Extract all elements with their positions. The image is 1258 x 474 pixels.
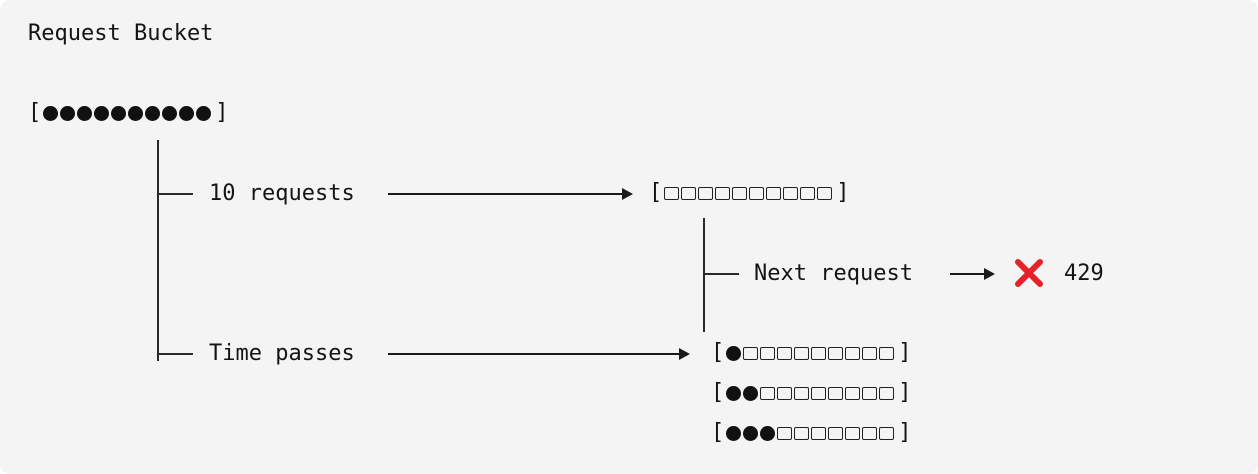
- branch-ten-requests: [157, 193, 193, 195]
- token-filled: [179, 105, 195, 121]
- token-empty: [664, 186, 680, 200]
- token-empty: [760, 386, 776, 400]
- arrow-ten-requests: [388, 188, 633, 198]
- token-empty: [811, 386, 827, 400]
- token-filled: [43, 105, 59, 121]
- token-empty: [828, 426, 844, 440]
- token-empty: [811, 426, 827, 440]
- token-empty: [794, 346, 810, 360]
- token-filled: [760, 425, 776, 441]
- bucket-initial: [ ]: [28, 99, 229, 127]
- trunk-line: [157, 140, 159, 361]
- token-filled: [145, 105, 161, 121]
- bucket-open-bracket: [: [649, 180, 663, 205]
- token-filled: [60, 105, 76, 121]
- label-next-request: Next request: [754, 261, 913, 286]
- token-filled: [726, 425, 742, 441]
- bucket-open-bracket: [: [711, 420, 725, 445]
- token-empty: [777, 426, 793, 440]
- token-empty: [715, 186, 731, 200]
- token-empty: [845, 386, 861, 400]
- token-empty: [766, 186, 782, 200]
- branch-next-request: [703, 273, 739, 275]
- diagram-title: Request Bucket: [28, 21, 214, 46]
- bucket-close-bracket: ]: [836, 180, 850, 205]
- branch-time-passes: [157, 353, 193, 355]
- token-empty: [811, 346, 827, 360]
- token-filled: [111, 105, 127, 121]
- token-empty: [845, 346, 861, 360]
- token-empty: [749, 186, 765, 200]
- label-time-passes: Time passes: [209, 341, 355, 366]
- token-empty: [879, 386, 895, 400]
- token-filled: [94, 105, 110, 121]
- token-empty: [794, 386, 810, 400]
- token-filled: [726, 385, 742, 401]
- bucket-empty: [ ]: [649, 179, 850, 207]
- sub-trunk-line: [703, 218, 705, 332]
- bucket-refill-1: [ ]: [711, 339, 912, 367]
- token-empty: [698, 186, 714, 200]
- token-filled: [743, 385, 759, 401]
- token-empty: [783, 186, 799, 200]
- bucket-slots: [726, 385, 896, 401]
- token-empty: [732, 186, 748, 200]
- bucket-slots: [43, 105, 213, 121]
- token-filled: [128, 105, 144, 121]
- token-empty: [879, 346, 895, 360]
- bucket-refill-2: [ ]: [711, 379, 912, 407]
- bucket-close-bracket: ]: [215, 100, 229, 125]
- arrow-next-request: [950, 268, 995, 278]
- token-empty: [862, 426, 878, 440]
- token-empty: [681, 186, 697, 200]
- bucket-close-bracket: ]: [898, 420, 912, 445]
- token-empty: [879, 426, 895, 440]
- token-filled: [726, 345, 742, 361]
- token-empty: [743, 346, 759, 360]
- label-ten-requests: 10 requests: [209, 181, 355, 206]
- bucket-open-bracket: [: [711, 380, 725, 405]
- token-empty: [777, 346, 793, 360]
- token-empty: [777, 386, 793, 400]
- token-filled: [162, 105, 178, 121]
- bucket-open-bracket: [: [28, 100, 42, 125]
- token-empty: [817, 186, 833, 200]
- token-empty: [800, 186, 816, 200]
- cross-icon: [1015, 259, 1043, 287]
- token-filled: [196, 105, 212, 121]
- bucket-open-bracket: [: [711, 340, 725, 365]
- token-filled: [743, 425, 759, 441]
- bucket-slots: [664, 186, 834, 200]
- status-code: 429: [1064, 261, 1104, 286]
- arrow-time-passes: [388, 348, 690, 358]
- bucket-slots: [726, 345, 896, 361]
- token-empty: [862, 386, 878, 400]
- token-empty: [760, 346, 776, 360]
- token-empty: [828, 386, 844, 400]
- token-empty: [828, 346, 844, 360]
- token-empty: [794, 426, 810, 440]
- token-filled: [77, 105, 93, 121]
- bucket-close-bracket: ]: [898, 340, 912, 365]
- bucket-slots: [726, 425, 896, 441]
- bucket-refill-3: [ ]: [711, 419, 912, 447]
- token-empty: [862, 346, 878, 360]
- bucket-close-bracket: ]: [898, 380, 912, 405]
- token-empty: [845, 426, 861, 440]
